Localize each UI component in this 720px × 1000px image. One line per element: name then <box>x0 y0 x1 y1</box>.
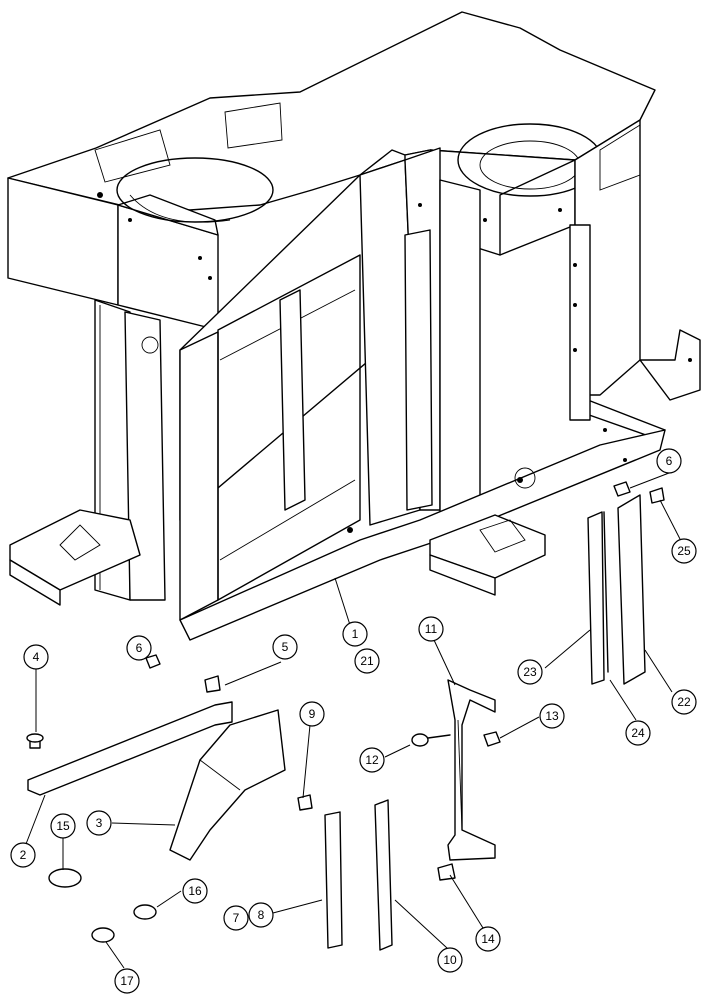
svg-text:23: 23 <box>523 665 537 679</box>
callout-2: 2 <box>10 842 36 868</box>
svg-text:16: 16 <box>188 884 202 898</box>
part-6-nut <box>145 654 161 669</box>
svg-text:15: 15 <box>56 819 70 833</box>
svg-text:6: 6 <box>666 454 673 468</box>
part-25-bolt <box>649 487 665 504</box>
part-6-nut-right <box>613 481 631 497</box>
callout-13: 13 <box>539 703 565 729</box>
svg-text:9: 9 <box>309 707 316 721</box>
svg-text:14: 14 <box>481 932 495 946</box>
svg-text:11: 11 <box>425 622 438 636</box>
part-4-bolt <box>26 733 44 749</box>
leader-lines <box>25 472 681 969</box>
part-16-cap <box>133 904 157 920</box>
part-22-strip <box>617 494 646 685</box>
callout-6-right: 6 <box>656 448 682 474</box>
svg-text:10: 10 <box>443 953 457 967</box>
svg-text:6: 6 <box>136 641 143 655</box>
svg-text:24: 24 <box>631 726 645 740</box>
svg-text:7: 7 <box>233 911 240 925</box>
svg-text:5: 5 <box>282 640 289 654</box>
callout-12: 12 <box>359 747 385 773</box>
svg-text:3: 3 <box>96 816 103 830</box>
part-5-screw <box>204 675 221 693</box>
part-8-strip <box>324 811 343 949</box>
part-13-nut <box>483 731 501 747</box>
svg-text:21: 21 <box>360 654 374 668</box>
part-11-rod-bracket <box>447 679 496 861</box>
svg-text:17: 17 <box>120 974 134 988</box>
svg-text:13: 13 <box>545 709 559 723</box>
callout-25: 25 <box>671 538 697 564</box>
callout-4: 4 <box>23 644 49 670</box>
callout-9: 9 <box>299 701 325 727</box>
main-frame-assembly <box>7 11 701 641</box>
callout-6-left: 6 <box>126 635 152 661</box>
svg-text:12: 12 <box>365 753 379 767</box>
svg-text:8: 8 <box>258 908 265 922</box>
callout-7: 7 <box>223 905 249 931</box>
part-3-bracket <box>169 709 286 861</box>
callout-21: 21 <box>354 648 380 674</box>
svg-text:4: 4 <box>33 650 40 664</box>
svg-text:22: 22 <box>677 695 691 709</box>
callout-11: 11 <box>418 616 444 642</box>
part-15-cap <box>48 868 82 888</box>
callout-1: 1 <box>342 621 368 647</box>
callout-17: 17 <box>114 968 140 994</box>
svg-text:25: 25 <box>677 544 691 558</box>
callouts: 1 21 4 6 5 9 3 2 15 16 7 8 17 10 11 12 1… <box>10 448 697 994</box>
part-17-cap <box>91 927 115 943</box>
callout-15: 15 <box>50 813 76 839</box>
part-10-angle <box>374 799 393 951</box>
part-23-strip <box>587 511 605 685</box>
callout-14: 14 <box>475 926 501 952</box>
callout-16: 16 <box>182 878 208 904</box>
callout-22: 22 <box>671 689 697 715</box>
part-24-rod <box>603 511 609 673</box>
part-9-bolt <box>297 794 313 811</box>
callout-8: 8 <box>248 902 274 928</box>
callout-23: 23 <box>517 659 543 685</box>
part-12-bolt <box>411 733 451 747</box>
callout-10: 10 <box>437 947 463 973</box>
svg-text:2: 2 <box>20 848 27 862</box>
part-2-strap <box>27 701 233 796</box>
svg-text:1: 1 <box>352 627 359 641</box>
callout-24: 24 <box>625 720 651 746</box>
callout-3: 3 <box>86 810 112 836</box>
part-14-screw <box>437 863 456 881</box>
callout-5: 5 <box>272 634 298 660</box>
